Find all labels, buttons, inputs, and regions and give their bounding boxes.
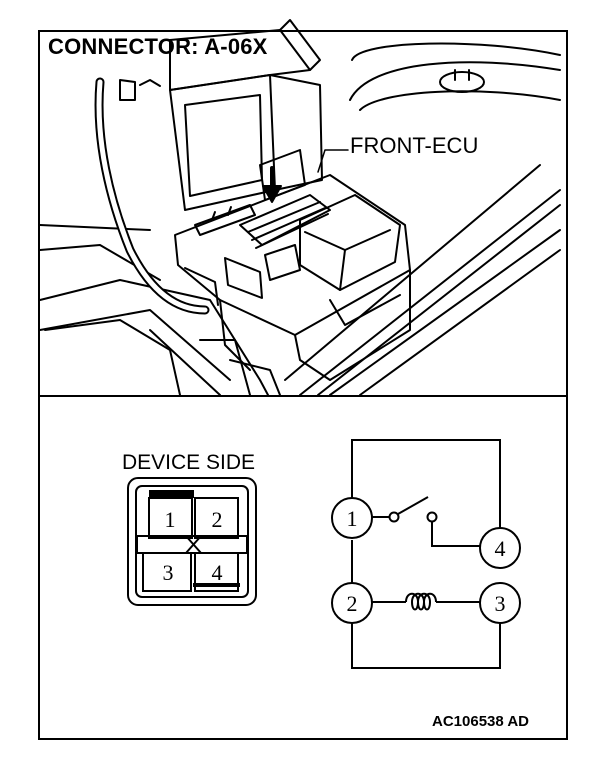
figure-border [38,30,568,740]
figure-code: AC106538 AD [432,713,529,730]
relay-circuit [351,439,501,669]
terminal-3-label: 3 [495,591,506,616]
device-side-label: DEVICE SIDE [122,451,256,474]
terminal-2-label: 2 [347,591,358,616]
terminal-1-label: 1 [347,506,358,531]
terminal-4-circle [479,527,521,569]
pin-3-label: 3 [163,560,174,585]
connector-title: CONNECTOR: A-06X [48,34,268,59]
front-ecu-callout: FRONT-ECU [350,133,479,158]
pin-4-label: 4 [212,560,223,585]
terminal-2-circle [331,582,373,624]
terminal-1-circle [331,497,373,539]
terminal-4-label: 4 [495,536,506,561]
terminal-3-circle [479,582,521,624]
engine-bay-drawing [39,19,561,396]
pin-1-label: 1 [165,507,176,532]
connector-face [127,477,257,606]
pin-2-label: 2 [212,507,223,532]
